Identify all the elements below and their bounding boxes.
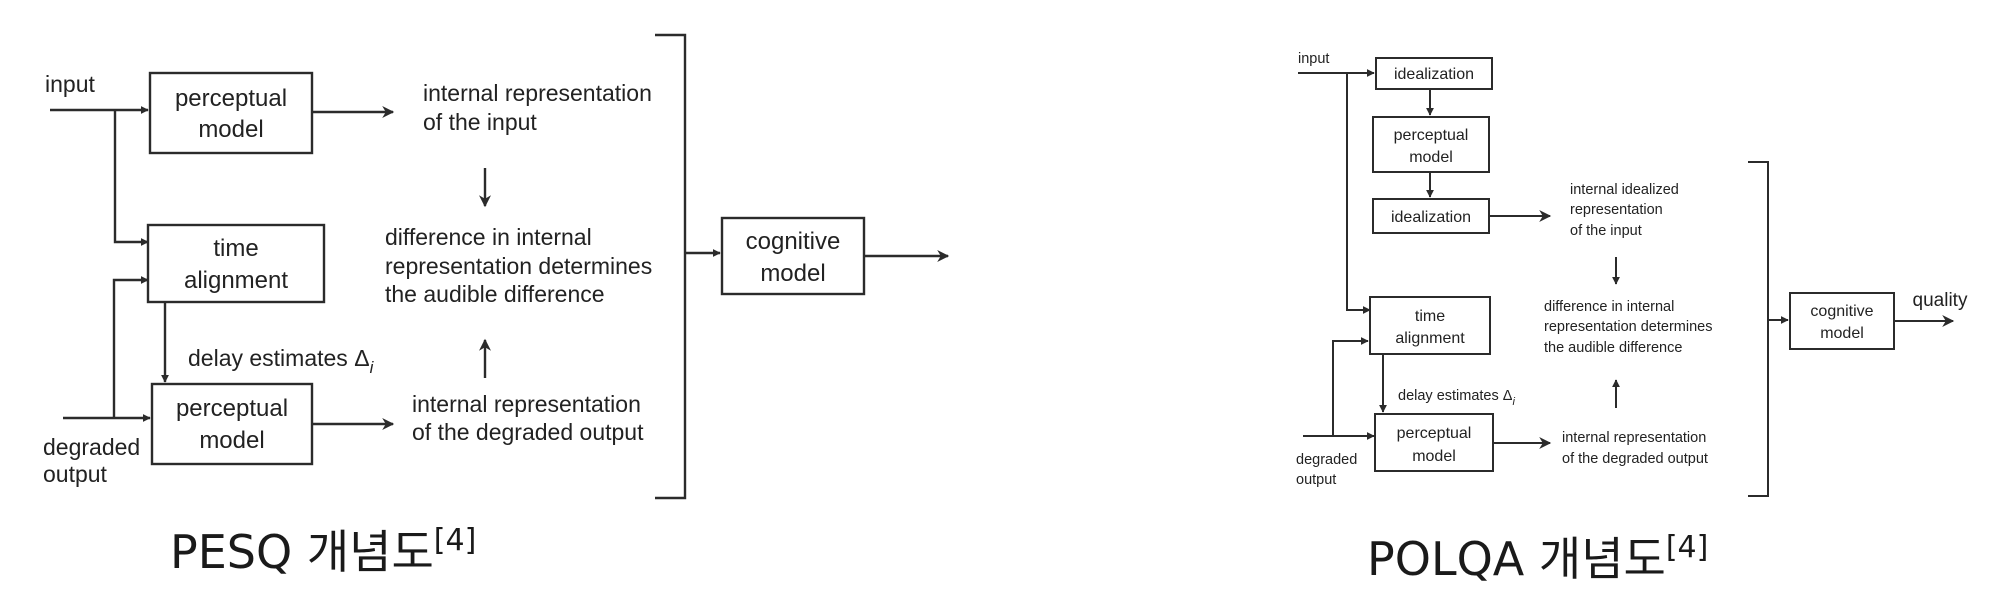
polqa-internal-rep-degraded-line1: internal representation: [1562, 430, 1706, 446]
polqa-perceptual-model-top: [1372, 116, 1490, 173]
polqa-quality-label: quality: [1913, 290, 1968, 311]
polqa-input-label: input: [1298, 51, 1329, 67]
polqa-cognitive-line1: cognitive: [1810, 303, 1873, 320]
pesq-difference-line2: representation determines: [385, 253, 652, 279]
pesq-diagram: input perceptual model internal represen…: [43, 33, 950, 579]
polqa-degraded-label-line2: output: [1296, 472, 1336, 488]
polqa-time-alignment-line1: time: [1415, 308, 1445, 325]
pesq-internal-rep-degraded-line2: of the degraded output: [412, 419, 644, 445]
polqa-degraded-to-alignment: [1332, 337, 1369, 436]
pesq-degraded-label-line2: output: [43, 461, 108, 487]
polqa-cognitive-model-box: [1789, 292, 1895, 350]
polqa-diagram: input idealization perceptual model idea…: [1296, 51, 1968, 586]
pesq-difference-line3: the audible difference: [385, 281, 605, 307]
polqa-degraded-label-line1: degraded: [1296, 452, 1357, 468]
polqa-difference-line1: difference in internal: [1544, 299, 1674, 315]
pesq-perceptual-top-line2: model: [198, 116, 263, 143]
polqa-input-to-alignment: [1346, 73, 1371, 314]
pesq-time-alignment-box: [146, 223, 326, 304]
polqa-perceptual-top-line2: model: [1409, 149, 1453, 166]
polqa-perceptual-bottom-line1: perceptual: [1397, 425, 1472, 442]
pesq-caption: PESQ 개념도[4]: [170, 523, 476, 579]
pesq-difference-line1: difference in internal: [385, 224, 592, 250]
polqa-cognitive-line2: model: [1820, 325, 1864, 342]
pesq-input-to-alignment: [113, 110, 149, 246]
pesq-cognitive-line2: model: [760, 260, 825, 287]
pesq-internal-rep-degraded-line1: internal representation: [412, 391, 641, 417]
pesq-perceptual-top-line1: perceptual: [175, 85, 287, 112]
polqa-idealization-bottom-box: [1372, 198, 1490, 234]
polqa-idealization-top-box: [1375, 57, 1493, 90]
pesq-time-alignment-line2: alignment: [184, 267, 288, 294]
pesq-internal-rep-input-line1: internal representation: [423, 80, 652, 106]
polqa-bracket: [1748, 161, 1769, 497]
pesq-input-label: input: [45, 71, 95, 97]
polqa-difference-line2: representation determines: [1544, 319, 1712, 335]
polqa-internal-rep-degraded-line2: of the degraded output: [1562, 451, 1708, 467]
polqa-caption: POLQA 개념도[4]: [1367, 530, 1708, 586]
polqa-idealization-top-label: idealization: [1394, 66, 1474, 83]
polqa-internal-idealized-line1: internal idealized: [1570, 182, 1679, 198]
polqa-perceptual-bottom-line2: model: [1412, 448, 1456, 465]
pesq-degraded-label-line1: degraded: [43, 434, 140, 460]
pesq-internal-rep-input-line2: of the input: [423, 109, 537, 135]
polqa-idealization-bottom-label: idealization: [1391, 209, 1471, 226]
polqa-difference-line3: the audible difference: [1544, 340, 1682, 356]
polqa-time-alignment-box: [1369, 296, 1491, 355]
pesq-perceptual-bottom-line2: model: [199, 427, 264, 454]
polqa-internal-idealized-line2: representation: [1570, 202, 1663, 218]
polqa-perceptual-top-line1: perceptual: [1394, 127, 1469, 144]
pesq-bracket: [655, 33, 687, 500]
pesq-perceptual-bottom-line1: perceptual: [176, 395, 288, 422]
pesq-cognitive-line1: cognitive: [746, 228, 841, 255]
polqa-delay-label: delay estimates Δi: [1398, 388, 1515, 408]
polqa-time-alignment-line2: alignment: [1395, 330, 1465, 347]
polqa-internal-idealized-line3: of the input: [1570, 223, 1642, 239]
pesq-time-alignment-line1: time: [213, 235, 258, 262]
pesq-delay-label: delay estimates Δi: [188, 345, 375, 377]
pesq-degraded-to-alignment: [112, 276, 149, 418]
polqa-perceptual-model-bottom: [1374, 413, 1494, 472]
